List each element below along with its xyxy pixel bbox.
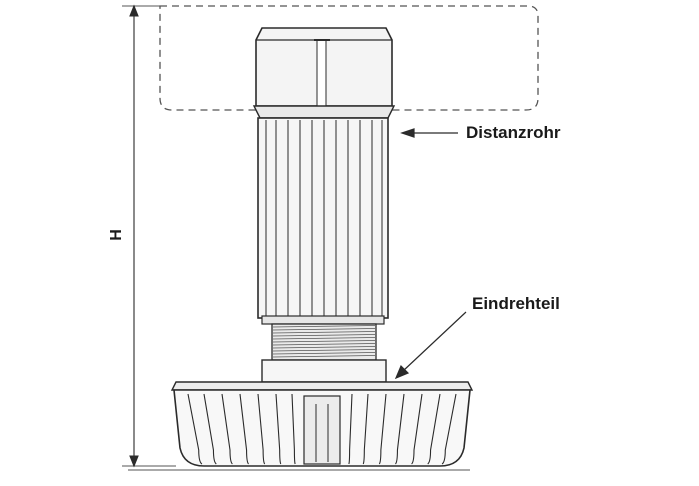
thread-section xyxy=(271,323,377,361)
thread-line xyxy=(272,343,376,346)
foot-rib xyxy=(378,393,387,465)
foot-rib xyxy=(427,393,441,465)
collar xyxy=(261,359,387,383)
foot-rib xyxy=(239,393,249,465)
thread-line xyxy=(272,349,376,352)
eindrehteil-leader xyxy=(394,311,467,380)
foot-rib xyxy=(291,393,296,465)
thread-line xyxy=(272,334,376,337)
cabinet-bottom-outline xyxy=(159,5,539,111)
thread-line xyxy=(272,328,376,331)
thread-line xyxy=(272,346,376,349)
height-dimension xyxy=(122,4,176,468)
label-distanzrohr: Distanzrohr xyxy=(466,123,561,142)
foot-rib xyxy=(395,393,405,465)
thread-line xyxy=(272,352,376,355)
base-foot xyxy=(170,381,474,467)
foot-rib xyxy=(411,393,423,465)
foot-rib xyxy=(187,393,203,465)
label-eindrehteil: Eindrehteil xyxy=(472,294,560,313)
foot-rib xyxy=(348,393,353,465)
thread-line xyxy=(272,331,376,334)
thread-line xyxy=(272,355,376,358)
foot-rib xyxy=(257,393,266,465)
foot-rib xyxy=(221,393,233,465)
distanzrohr-leader xyxy=(400,128,458,138)
thread-line xyxy=(272,337,376,340)
foot-rib xyxy=(203,393,217,465)
thread-line xyxy=(272,325,376,328)
top-cap xyxy=(255,27,393,107)
label-height: H xyxy=(107,229,125,241)
foot-rib xyxy=(275,393,282,465)
thread-line xyxy=(272,340,376,343)
foot-rib xyxy=(362,393,369,465)
spacer-tube xyxy=(252,105,396,325)
foot-rib xyxy=(441,393,457,465)
